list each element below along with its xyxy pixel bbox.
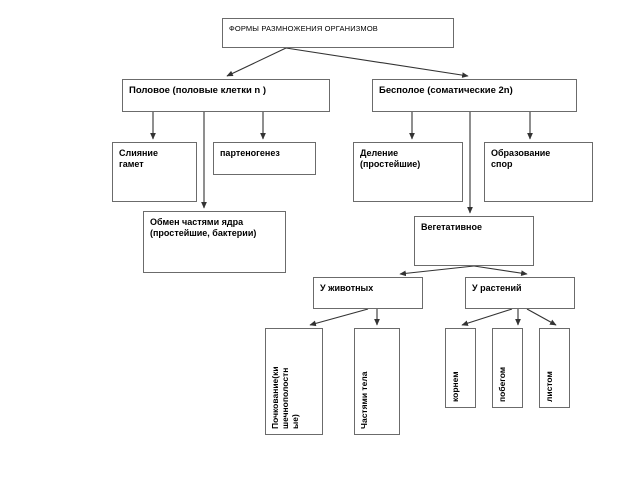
node-label-root: ФОРМЫ РАЗМНОЖЕНИЯ ОРГАНИЗМОВ xyxy=(229,24,378,33)
edge-vegetative-to-in-animals xyxy=(399,265,475,277)
node-label-parthenogenesis: партеногенез xyxy=(220,148,280,158)
node-label-in-plants: У растений xyxy=(472,283,522,293)
edge-in-plants-to-by-root xyxy=(461,308,513,326)
node-label-by-shoot: побегом xyxy=(497,366,507,402)
node-by-root: корнем xyxy=(445,328,476,408)
edge-in-plants-to-by-leaf xyxy=(526,308,557,326)
node-by-shoot: побегом xyxy=(492,328,523,408)
edge-in-animals-to-budding xyxy=(309,308,369,327)
node-division: Деление (простейшие) xyxy=(353,142,463,202)
node-gamete-fusion: Слияние гамет xyxy=(112,142,197,202)
node-parthenogenesis: партеногенез xyxy=(213,142,316,175)
node-label-budding: Почкование(ки шечнополостн ые) xyxy=(270,366,301,429)
edge-vegetative-to-in-plants xyxy=(473,265,528,276)
node-label-nucleus-exchange: Обмен частями ядра (простейшие, бактерии… xyxy=(150,217,257,238)
node-label-sexual: Половое (половые клетки n ) xyxy=(129,85,267,96)
node-vegetative: Вегетативное xyxy=(414,216,534,266)
node-in-animals: У животных xyxy=(313,277,423,309)
edge-root-to-asexual xyxy=(285,47,469,78)
node-label-by-root: корнем xyxy=(450,371,460,402)
node-in-plants: У растений xyxy=(465,277,575,309)
node-spore-formation: Образование спор xyxy=(484,142,593,202)
node-label-body-parts: Частями тела xyxy=(359,371,369,429)
node-asexual: Бесполое (соматические 2n) xyxy=(372,79,577,112)
node-label-division: Деление (простейшие) xyxy=(360,148,421,169)
node-body-parts: Частями тела xyxy=(354,328,400,435)
node-label-spore-formation: Образование спор xyxy=(491,148,551,169)
node-label-gamete-fusion: Слияние гамет xyxy=(119,148,158,169)
node-root: ФОРМЫ РАЗМНОЖЕНИЯ ОРГАНИЗМОВ xyxy=(222,18,454,48)
node-label-by-leaf: листом xyxy=(544,371,554,402)
node-budding: Почкование(ки шечнополостн ые) xyxy=(265,328,323,435)
edge-root-to-sexual xyxy=(226,47,287,77)
node-label-in-animals: У животных xyxy=(320,283,374,293)
node-sexual: Половое (половые клетки n ) xyxy=(122,79,330,112)
node-by-leaf: листом xyxy=(539,328,570,408)
node-label-asexual: Бесполое (соматические 2n) xyxy=(379,85,513,96)
node-label-vegetative: Вегетативное xyxy=(421,222,482,232)
node-nucleus-exchange: Обмен частями ядра (простейшие, бактерии… xyxy=(143,211,286,273)
